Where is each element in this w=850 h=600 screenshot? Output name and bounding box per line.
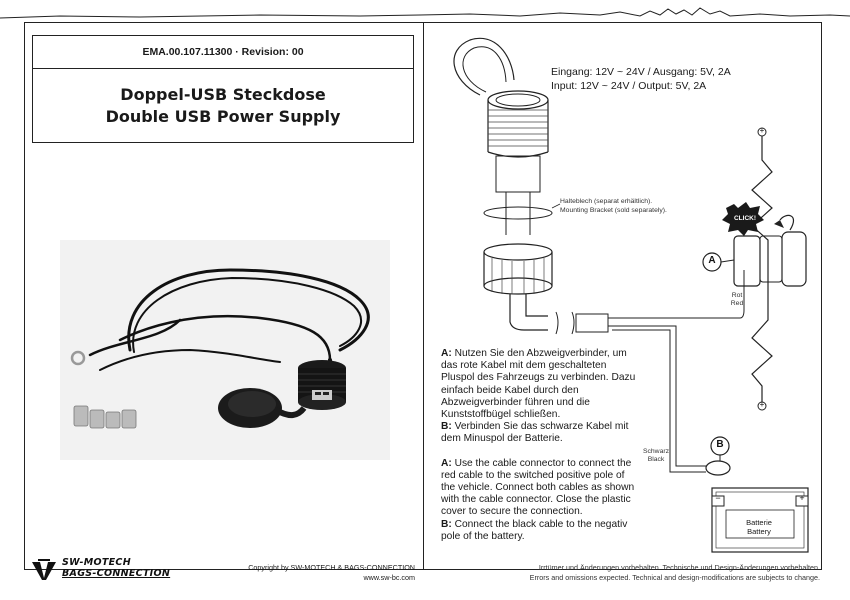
instruction-tag: A: xyxy=(441,348,452,359)
click-label: CLICK! xyxy=(733,215,757,222)
torn-top-edge xyxy=(0,7,850,19)
red-label-english: Red xyxy=(730,300,744,307)
wiring-diagram xyxy=(453,37,809,553)
spec-german: Eingang: 12V ~ 24V / Ausgang: 5V, 2A xyxy=(551,66,731,78)
column-divider xyxy=(423,22,424,570)
document-number: EMA.00.107.11300 · Revision: 00 xyxy=(142,46,304,58)
battery-label-english: Battery xyxy=(747,527,771,536)
instruction-en-a: A: Use the cable connector to connect th… xyxy=(441,458,641,519)
callout-a: A xyxy=(708,255,716,266)
black-label-english: Black xyxy=(647,456,665,463)
wire-top-terminal: + xyxy=(759,126,765,135)
instruction-en-b: B: Connect the black cable to the negati… xyxy=(441,519,641,543)
instruction-text: Nutzen Sie den Abzweigverbinder, um das … xyxy=(441,348,636,421)
instructions: A: Nutzen Sie den Abzweigverbinder, um d… xyxy=(441,348,641,543)
instruction-tag: B: xyxy=(441,421,452,433)
callout-b: B xyxy=(716,439,724,450)
disclaimer-english: Errors and omissions expected. Technical… xyxy=(529,573,820,582)
logo-mark-icon xyxy=(32,559,56,580)
spec-english: Input: 12V ~ 24V / Output: 5V, 2A xyxy=(551,80,707,92)
black-cable-label: Schwarz Black xyxy=(636,448,676,464)
power-specification: Eingang: 12V ~ 24V / Ausgang: 5V, 2A Inp… xyxy=(551,65,731,93)
bracket-note-german: Halteblech (separat erhältlich). xyxy=(560,198,653,205)
brand-logo: SW-MOTECH BAGS-CONNECTION xyxy=(30,556,180,584)
instruction-text: Verbinden Sie das schwarze Kabel mit dem… xyxy=(441,421,629,445)
battery-label-german: Batterie xyxy=(746,518,772,527)
bracket-note: Halteblech (separat erhältlich). Mountin… xyxy=(560,197,667,215)
title-divider xyxy=(33,68,413,69)
instruction-tag: B: xyxy=(441,518,452,530)
red-label-german: Rot xyxy=(731,292,743,299)
instruction-gap xyxy=(441,446,641,458)
instruction-text: Use the cable connector to connect the r… xyxy=(441,457,635,518)
logo-line-1: SW-MOTECH xyxy=(62,557,131,568)
copyright-website: www.sw-bc.com xyxy=(363,573,415,582)
instruction-de-a: A: Nutzen Sie den Abzweigverbinder, um d… xyxy=(441,348,641,421)
battery-plus-terminal: + xyxy=(799,493,805,503)
title-box: EMA.00.107.11300 · Revision: 00 Doppel-U… xyxy=(32,35,414,143)
red-cable-label: Rot Red xyxy=(722,292,752,308)
product-photo xyxy=(60,240,390,460)
logo-line-2: BAGS-CONNECTION xyxy=(62,568,171,579)
disclaimer: Irrtümer und Änderungen vorbehalten. Tec… xyxy=(430,563,820,583)
copyright-line-1: Copyright by SW-MOTECH & BAGS-CONNECTION xyxy=(248,563,415,572)
disclaimer-german: Irrtümer und Änderungen vorbehalten. Tec… xyxy=(538,563,820,572)
copyright: Copyright by SW-MOTECH & BAGS-CONNECTION… xyxy=(190,563,415,583)
bracket-note-english: Mounting Bracket (sold separately). xyxy=(560,207,667,214)
title-german: Doppel-USB Steckdose xyxy=(120,85,326,104)
instruction-de-b: B: Verbinden Sie das schwarze Kabel mit … xyxy=(441,421,641,445)
wire-bottom-terminal: + xyxy=(759,400,765,409)
battery-minus-terminal: − xyxy=(715,493,721,503)
instruction-tag: A: xyxy=(441,457,452,469)
black-label-german: Schwarz xyxy=(642,448,670,455)
battery-label: Batterie Battery xyxy=(734,518,784,536)
instruction-text: Connect the black cable to the negativ p… xyxy=(441,518,628,542)
title-english: Double USB Power Supply xyxy=(105,107,341,126)
